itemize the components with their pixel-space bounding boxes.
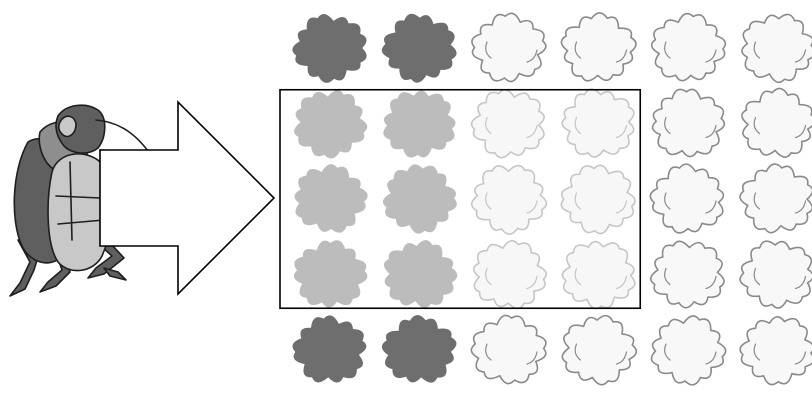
- cloud-icon: [739, 316, 812, 386]
- cloud-icon: [381, 314, 457, 383]
- beetle-leg: [103, 267, 127, 281]
- cloud-swirl: [485, 41, 538, 63]
- cloud-icon: [470, 88, 545, 159]
- cloud-swirl: [753, 192, 807, 214]
- cloud-swirl: [664, 116, 717, 139]
- cloud-icon: [381, 13, 457, 83]
- cloud-swirl: [485, 267, 538, 290]
- cloud-swirl: [753, 267, 807, 290]
- highlight-frame: [279, 88, 642, 310]
- cloud-icon: [383, 90, 456, 158]
- beetle-segment-line: [55, 161, 105, 241]
- cloud-swirl: [485, 343, 538, 365]
- cloud-icon: [741, 13, 812, 84]
- cloud-icon: [651, 88, 726, 158]
- cloud-swirl: [664, 192, 717, 214]
- cloud-icon: [472, 239, 548, 310]
- cloud-icon: [382, 164, 457, 234]
- cloud-icon: [292, 315, 367, 383]
- cloud-icon: [383, 240, 458, 309]
- cloud-icon: [560, 12, 637, 82]
- cloud-icon: [739, 240, 812, 309]
- cloud-icon: [471, 12, 547, 83]
- cloud-swirl: [574, 41, 628, 63]
- cloud-swirl: [485, 192, 538, 214]
- beetle-icon: [9, 104, 159, 297]
- cloud-swirl: [574, 343, 628, 365]
- cloud-icon: [293, 240, 368, 308]
- cloud-icon: [741, 87, 812, 158]
- cloud-swirl: [753, 343, 807, 365]
- cloud-swirl: [574, 267, 628, 290]
- cloud-icon: [561, 88, 635, 158]
- cloud-swirl: [664, 41, 717, 63]
- cloud-swirl: [664, 343, 717, 365]
- cloud-icon: [470, 164, 548, 235]
- cloud-grid: [292, 12, 812, 386]
- cloud-icon: [739, 163, 812, 234]
- cloud-swirl: [753, 41, 807, 63]
- cloud-icon: [650, 315, 727, 386]
- cloud-icon: [649, 163, 725, 234]
- cloud-swirl: [753, 116, 807, 139]
- right-arrow-icon: [99, 100, 276, 296]
- cloud-icon: [561, 314, 638, 386]
- cloud-icon: [561, 240, 636, 310]
- cloud-icon: [294, 164, 368, 233]
- beetle-belly: [47, 153, 114, 272]
- cloud-icon: [470, 314, 547, 385]
- cloud-icon: [560, 164, 636, 235]
- cloud-icon: [294, 90, 368, 159]
- cloud-icon: [650, 240, 725, 309]
- cloud-swirl: [574, 192, 628, 214]
- cloud-icon: [650, 12, 727, 82]
- cloud-swirl: [574, 116, 628, 139]
- beetle-eye: [57, 115, 77, 138]
- cloud-swirl: [664, 267, 717, 290]
- cloud-icon: [292, 14, 367, 83]
- cloud-swirl: [485, 116, 538, 139]
